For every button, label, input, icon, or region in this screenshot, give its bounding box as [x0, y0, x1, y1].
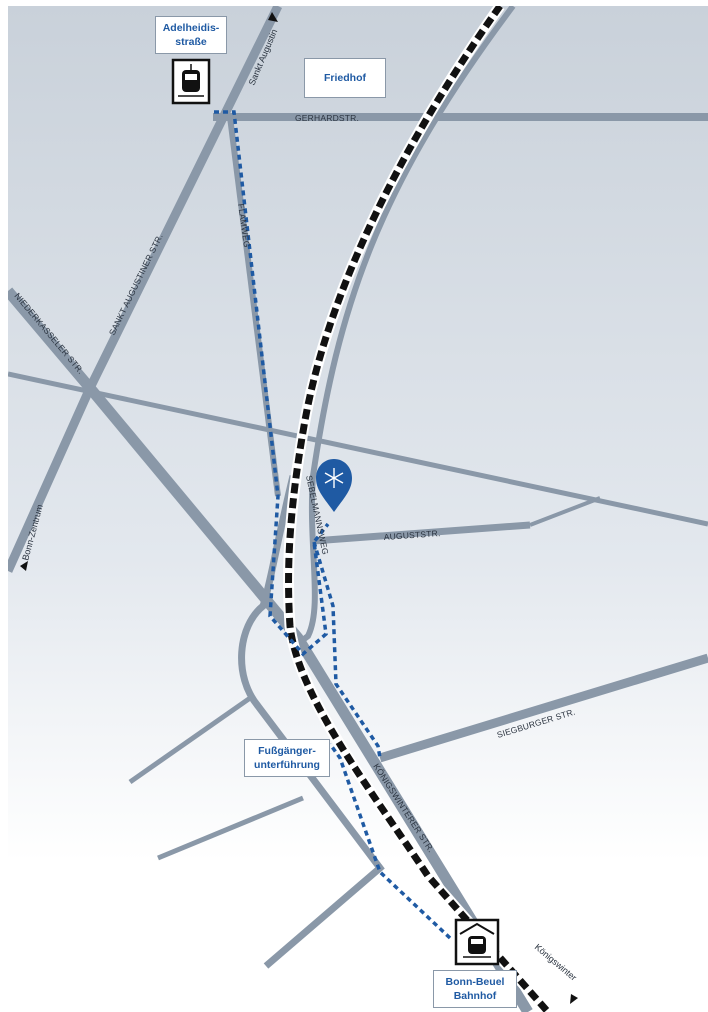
station-roof: [459, 922, 495, 935]
label-box-bonn-beuel-bahnhof[interactable]: Bonn-Beuel Bahnhof: [433, 970, 517, 1008]
route-east-loop: [312, 541, 382, 759]
road-auguststr-branch: [529, 496, 601, 527]
tram-window: [185, 74, 197, 80]
fussgaenger-line-1: Fußgänger-: [258, 745, 316, 757]
tram-body: [468, 936, 486, 954]
label-box-fussgaengerunterfuehrung[interactable]: Fußgänger- unterführung: [244, 739, 330, 777]
tram-body: [182, 70, 200, 92]
station-icon-bonn-beuel[interactable]: [454, 918, 500, 966]
label-auguststr: AUGUSTSTR.: [383, 528, 440, 542]
label-box-friedhof[interactable]: Friedhof: [304, 58, 386, 98]
destination-marker[interactable]: [316, 459, 352, 512]
triangle-arrow-icon: [20, 561, 28, 571]
railway-track: [285, 6, 551, 1012]
adelheidis-line-1: Adelheidis-: [162, 22, 220, 34]
bonn-beuel-line-2: Bahnhof: [453, 990, 497, 1002]
map-canvas[interactable]: GERHARDSTR. FLAMWEG SANKT AUGUSTINER STR…: [8, 6, 708, 1012]
bonn-beuel-line-1: Bonn-Beuel: [445, 976, 505, 988]
triangle-arrow-icon: [570, 994, 578, 1004]
road-niederkasseler-koenigswinterer: [8, 287, 533, 1012]
adelheidis-line-2: straße: [175, 36, 207, 48]
road-auguststr: [312, 521, 531, 545]
station-icon-adelheidisstrasse[interactable]: [171, 58, 211, 105]
road-cross-east-west: [8, 371, 708, 527]
tram-window: [471, 939, 483, 944]
railway: [283, 6, 553, 1012]
friedhof-label: Friedhof: [324, 72, 366, 84]
road-siegburger-str: [378, 653, 708, 763]
road-west-curve: [238, 475, 385, 969]
label-box-adelheidisstrasse[interactable]: Adelheidis- straße: [155, 16, 227, 54]
road-sebelmannsweg: [293, 6, 516, 649]
route-from-bonn-beuel: [328, 742, 452, 940]
snowflake-icon: [324, 468, 344, 488]
fussgaenger-line-2: unterführung: [254, 759, 320, 771]
road-branch-1: [128, 693, 255, 785]
triangle-arrow-icon: [268, 12, 278, 22]
label-gerhardstr: GERHARDSTR.: [295, 113, 359, 123]
route-from-adelheidisstrasse: [214, 110, 330, 657]
map-background: [8, 6, 708, 1012]
walking-routes: [214, 110, 452, 940]
roads: [8, 6, 708, 1012]
road-branch-2: [157, 795, 304, 861]
